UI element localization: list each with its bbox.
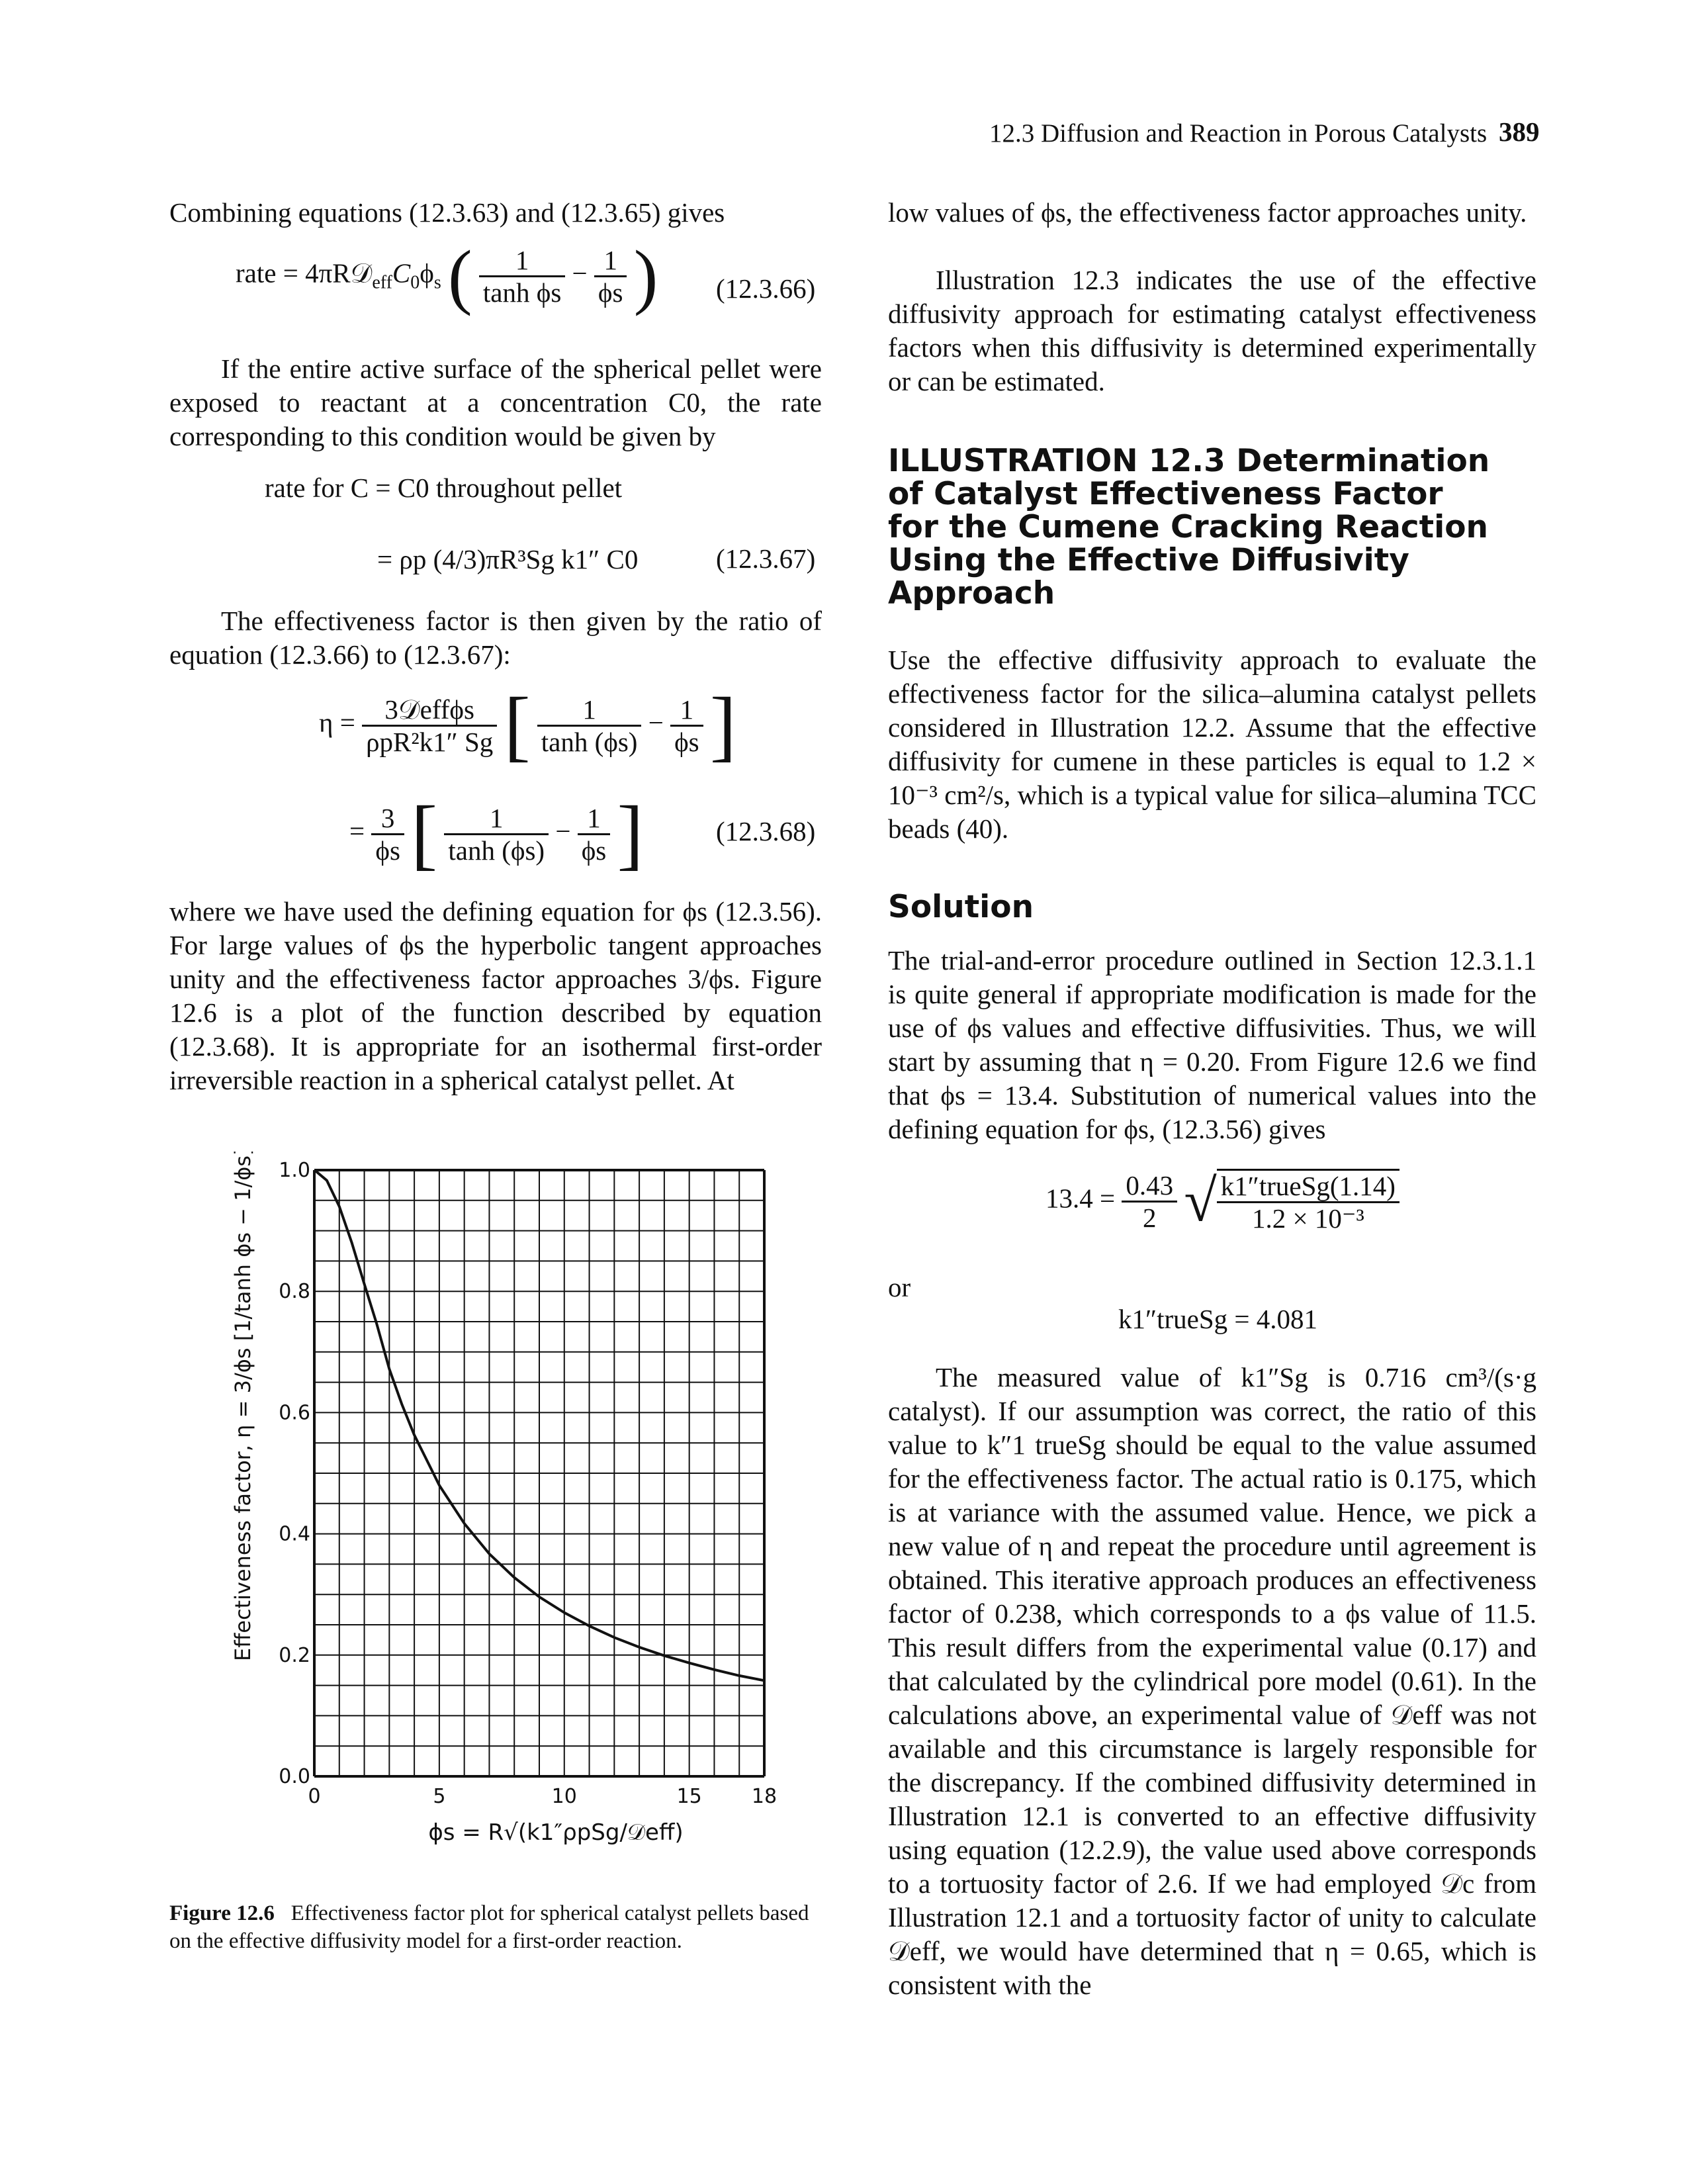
eq68-inner-num1: 1 (537, 694, 642, 727)
y-tick-label: 0.6 (279, 1401, 310, 1424)
solution-para: The trial-and-error procedure outlined i… (888, 945, 1536, 1144)
eq68-inner-den2: ϕs (674, 726, 699, 757)
heading-line: of Catalyst Effectiveness Factor (888, 476, 1443, 512)
eq68-inner-den1: tanh (ϕs) (541, 726, 638, 757)
final-para: The measured value of k1″Sg is 0.716 cm³… (888, 1362, 1536, 2000)
eq66-den2: ϕs (598, 277, 623, 308)
eq66-mid: C (392, 257, 411, 289)
x-tick-label: 18 (752, 1785, 777, 1808)
eq66-num2: 1 (594, 245, 627, 277)
sqrt-eq-lhs: 13.4 = (1045, 1183, 1116, 1214)
eq67-line2: = ρp (4/3)πR³Sg k1″ C0 (377, 544, 639, 574)
running-title: 12.3 Diffusion and Reaction in Porous Ca… (989, 119, 1488, 148)
eq67-number: (12.3.67) (716, 543, 816, 574)
eq67-line1: rate for C = C0 throughout pellet (265, 473, 623, 503)
heading-line: Using the Effective Diffusivity (888, 542, 1409, 578)
problem-statement: Use the effective diffusivity approach t… (888, 645, 1536, 844)
eq66-eff-sub: eff (372, 272, 392, 293)
eq66-phi: ϕ (420, 257, 434, 289)
heading-line: Approach (888, 575, 1055, 612)
eq68-num-b: 3 (371, 803, 404, 835)
eq68-eq: = (349, 815, 365, 846)
eq68-eta: η = (319, 707, 355, 738)
page-number: 389 (1499, 116, 1540, 147)
eq66-number: (12.3.66) (716, 273, 816, 304)
y-tick-label: 0.0 (279, 1765, 310, 1788)
eq66-minus: − (572, 257, 588, 289)
heading-line: for the Cumene Cracking Reaction (888, 509, 1488, 545)
eq66-num1: 1 (478, 245, 566, 277)
eq66-s-sub: s (433, 272, 441, 293)
chart-ylabel: Effectiveness factor, η = 3/ϕs [1/tanh ϕ… (230, 1152, 255, 1661)
or-text: or (888, 1272, 911, 1302)
figure-caption: Figure 12.6 Effectiveness factor plot fo… (169, 1899, 818, 1955)
x-tick-label: 5 (433, 1785, 445, 1808)
chart-xlabel: ϕs = R√(k1″ρpSg/𝒟eff) (428, 1819, 683, 1846)
sqrt-eq-den: 2 (1143, 1202, 1157, 1233)
left-para2: If the entire active surface of the sphe… (169, 353, 822, 451)
eq68-b-minus: − (555, 815, 571, 846)
eq66-lhs: rate = 4πR𝒟 (236, 257, 373, 289)
figure-12-6-chart: 0 5 10 15 18 0.0 0.2 0.4 0.6 0.8 1.0 Effectiveness… (230, 1152, 777, 1846)
left-intro: Combining equations (12.3.63) and (12.3.… (169, 197, 725, 228)
eq66-den1: tanh ϕs (482, 277, 562, 308)
right-para2: Illustration 12.3 indicates the use of t… (888, 265, 1536, 396)
right-para1: low values of ϕs, the effectiveness fact… (888, 197, 1527, 228)
result-equation: k1″trueSg = 4.081 (1118, 1304, 1317, 1334)
eq68-inner-num2: 1 (670, 694, 703, 727)
effectiveness-curve (314, 1169, 765, 1682)
eq68-b-den1: tanh (ϕs) (448, 835, 545, 866)
eq68-number: (12.3.68) (716, 816, 816, 846)
eq68-den-b: ϕs (375, 835, 400, 866)
left-para3: The effectiveness factor is then given b… (169, 606, 822, 670)
y-tick-label: 0.4 (279, 1523, 310, 1546)
eq66-zero-sub: 0 (410, 272, 420, 293)
solution-heading: Solution (888, 889, 1034, 925)
illustration-heading: ILLUSTRATION 12.3 Determination of Catal… (888, 445, 1550, 610)
left-para4: where we have used the defining equation… (169, 896, 822, 1095)
sqrt-rad-den: 1.2 × 10⁻³ (1251, 1203, 1364, 1234)
chart-ticks: 0 5 10 15 18 0.0 0.2 0.4 0.6 0.8 1.0 (279, 1159, 777, 1808)
eq68-b-num2: 1 (577, 803, 611, 835)
chart-grid (313, 1169, 766, 1778)
eq68-inner-minus: − (648, 707, 664, 738)
sqrt-eq-num: 0.43 (1122, 1170, 1178, 1203)
x-tick-label: 15 (677, 1785, 702, 1808)
figure-caption-text: Effectiveness factor plot for spherical … (169, 1901, 809, 1953)
eq68-b-num1: 1 (444, 803, 549, 835)
x-tick-label: 0 (308, 1785, 320, 1808)
eq68-num-a: 3𝒟effϕs (362, 694, 498, 727)
y-tick-label: 0.8 (279, 1280, 310, 1303)
eq68-den-a: ρpR²k1″ Sg (366, 726, 494, 757)
y-tick-label: 0.2 (279, 1644, 310, 1667)
y-tick-label: 1.0 (279, 1159, 310, 1182)
heading-line: ILLUSTRATION 12.3 Determination (888, 443, 1490, 479)
x-tick-label: 10 (552, 1785, 577, 1808)
eq68-b-den2: ϕs (581, 835, 607, 866)
figure-caption-label: Figure 12.6 (169, 1901, 275, 1925)
sqrt-rad-num: k1″trueSg(1.14) (1216, 1171, 1399, 1203)
